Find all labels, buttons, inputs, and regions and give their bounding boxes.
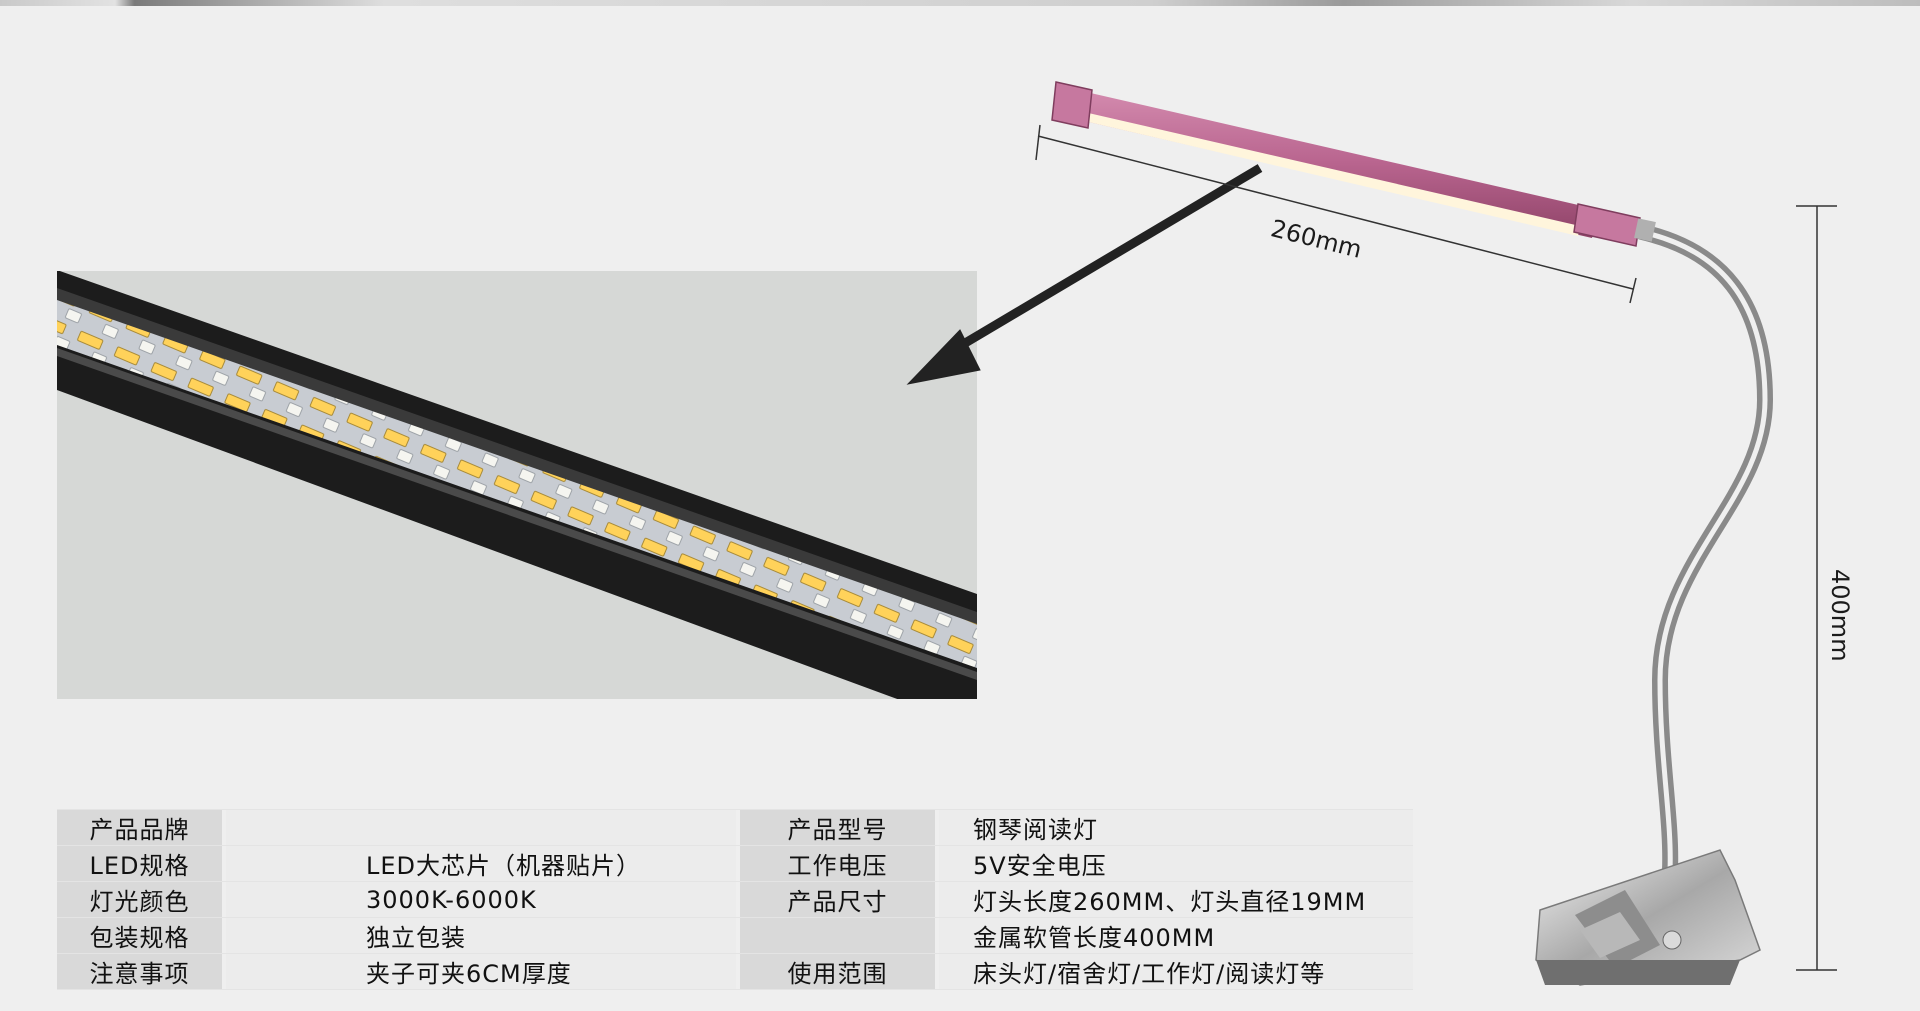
spec-value: 独立包装 [226,917,736,954]
clip-base [1535,849,1761,986]
height-dimension [1796,205,1837,971]
spec-value: 灯头长度260MM、灯头直径19MM [939,881,1413,918]
spec-label: 产品品牌 [57,809,222,846]
spec-label: 包装规格 [57,917,222,954]
table-row: LED规格 LED大芯片（机器贴片） 工作电压 5V安全电压 [57,845,1413,882]
spec-label: 工作电压 [740,845,935,882]
spec-label: 产品尺寸 [740,881,935,918]
spec-label: 注意事项 [57,953,222,990]
lamp-head [1051,81,1656,247]
spec-value [226,809,736,846]
table-row: 包装规格 独立包装 金属软管长度400MM [57,917,1413,954]
spec-label: 使用范围 [740,953,935,990]
spec-value: 5V安全电压 [939,845,1413,882]
spec-label: 产品型号 [740,809,935,846]
spec-value: LED大芯片（机器贴片） [226,845,736,882]
spec-label: LED规格 [57,845,222,882]
top-banner-strip [0,0,1920,6]
spec-label [740,917,935,954]
table-row: 灯光颜色 3000K-6000K 产品尺寸 灯头长度260MM、灯头直径19MM [57,881,1413,918]
table-row: 产品品牌 产品型号 钢琴阅读灯 [57,809,1413,846]
zoom-arrow [906,164,1263,385]
spec-value: 床头灯/宿舍灯/工作灯/阅读灯等 [939,953,1413,990]
spec-value: 钢琴阅读灯 [939,809,1413,846]
spec-label: 灯光颜色 [57,881,222,918]
height-label: 400mm [1826,569,1854,662]
led-closeup-panel [57,271,977,699]
spec-value: 3000K-6000K [226,881,736,918]
length-dimension [1035,124,1637,304]
spec-value: 金属软管长度400MM [939,917,1413,954]
length-label: 260mm [1268,214,1365,264]
table-row: 注意事项 夹子可夹6CM厚度 使用范围 床头灯/宿舍灯/工作灯/阅读灯等 [57,953,1413,990]
spec-table: 产品品牌 产品型号 钢琴阅读灯 LED规格 LED大芯片（机器贴片） 工作电压 … [57,809,1413,990]
spec-value: 夹子可夹6CM厚度 [226,953,736,990]
